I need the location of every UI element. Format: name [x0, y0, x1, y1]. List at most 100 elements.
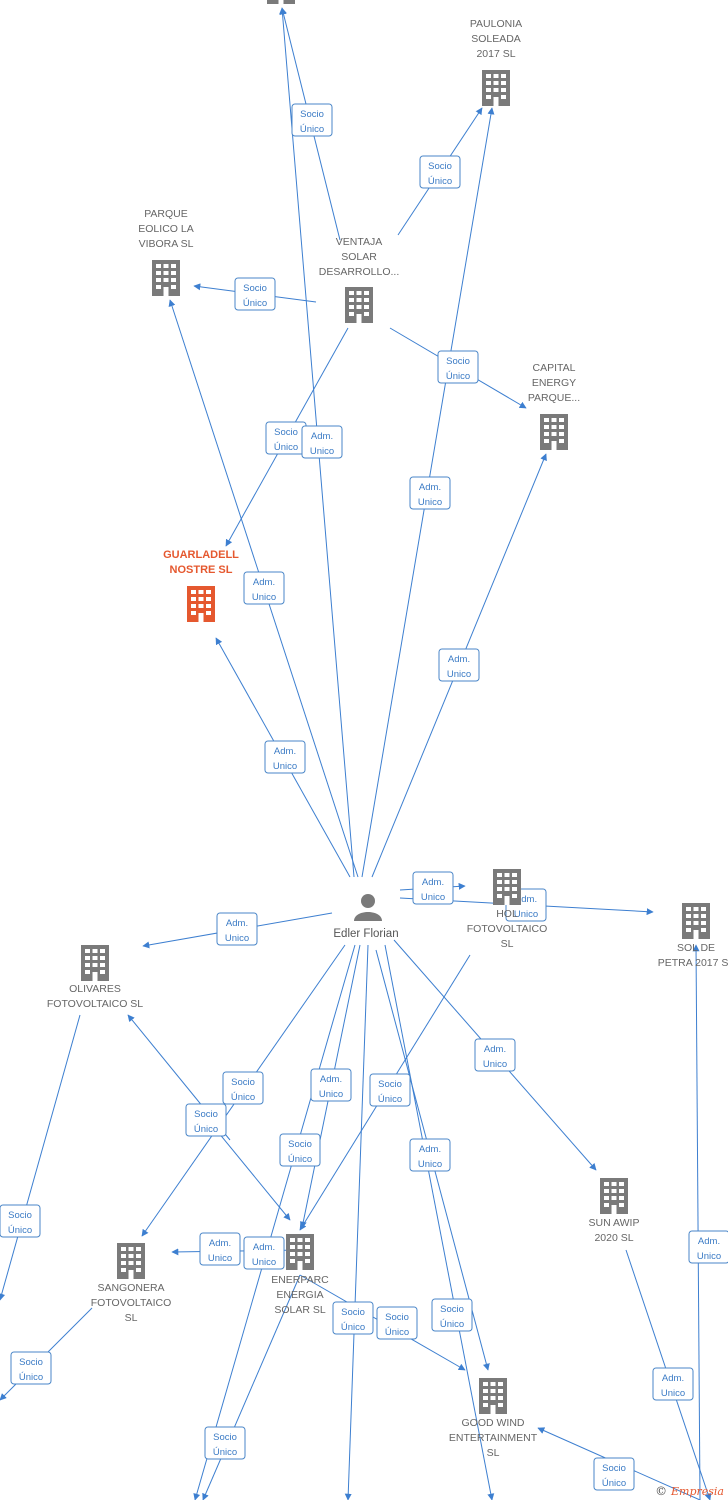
- building-icon: [345, 287, 373, 323]
- edge-label-e21[interactable]: Adm.Unico: [243, 1236, 285, 1270]
- edge-label-text: Unico: [514, 909, 538, 920]
- building-icon: [600, 1178, 628, 1214]
- company-label: SOLAR SL: [274, 1304, 326, 1316]
- building-icon: [152, 260, 180, 296]
- company-label: SUN AWIP: [589, 1217, 640, 1229]
- company-label: DESARROLLO...: [319, 266, 400, 278]
- edge-line-23: [384, 944, 495, 1500]
- edge-label-e10[interactable]: Adm.Unico: [264, 740, 306, 774]
- company-label: SOL DE: [677, 942, 715, 954]
- company-label: SL: [487, 1447, 500, 1459]
- person-node[interactable]: Edler Florian: [333, 894, 399, 940]
- brand-logo[interactable]: Empresia: [671, 1485, 724, 1498]
- edge-line-26: [0, 1014, 81, 1301]
- edge-label-text: Socio: [446, 356, 470, 367]
- edge-label-text: Unico: [273, 761, 297, 772]
- edge-label-text: Único: [446, 371, 470, 382]
- edge-label-text: Socio: [440, 1304, 464, 1315]
- edge-label-text: Unico: [208, 1253, 232, 1264]
- company-label: EOLICO LA: [138, 223, 193, 235]
- company-label: SANGONERA: [97, 1282, 164, 1294]
- edge-label-text: Único: [428, 176, 452, 187]
- company-label: FOTOVOLTAICO: [91, 1297, 172, 1309]
- edge-labels-layer: SocioÚnicoSocioÚnicoSocioÚnicoSocioÚnico…: [0, 103, 728, 1491]
- edge-label-text: Socio: [8, 1210, 32, 1221]
- copyright-symbol: ©: [655, 1484, 668, 1498]
- edge-label-e6[interactable]: Adm. Unico: [301, 425, 343, 459]
- edge-label-e11[interactable]: Adm.Unico: [412, 871, 454, 905]
- edge-label-text: Adm.: [311, 431, 333, 442]
- edge-label-text: Socio: [378, 1079, 402, 1090]
- edge-label-text: Adm.: [698, 1236, 720, 1247]
- company-node-olivares[interactable]: OLIVARES FOTOVOLTAICO SL: [47, 945, 143, 1010]
- edge-label-text: Socio: [428, 161, 452, 172]
- edge-label-text: Socio: [213, 1432, 237, 1443]
- edge-label-e8[interactable]: Adm.Unico: [243, 571, 285, 605]
- edge-label-text: Único: [602, 1478, 626, 1489]
- edge-label-text: Unico: [310, 446, 334, 457]
- company-label: SOLAR: [341, 251, 377, 263]
- company-label: VIBORA SL: [139, 238, 194, 250]
- edge-label-e28[interactable]: Adm. Unico: [688, 1230, 728, 1264]
- edge-label-e20[interactable]: Adm.Unico: [199, 1232, 241, 1266]
- edge-label-e14[interactable]: Adm.Unico: [310, 1068, 352, 1102]
- company-label: FOTOVOLTAICO SL: [47, 998, 143, 1010]
- edge-label-text: Adm.: [419, 1144, 441, 1155]
- edge-label-text: Adm.: [662, 1373, 684, 1384]
- company-label: PARQUE: [144, 208, 188, 220]
- company-node-ventaja[interactable]: VENTAJASOLARDESARROLLO...: [319, 236, 400, 323]
- edge-label-e16[interactable]: Adm.Unico: [409, 1138, 451, 1172]
- edge-line-22: [344, 944, 369, 1500]
- edge-label-e7[interactable]: Adm.Unico: [409, 476, 451, 510]
- edge-label-text: Adm.: [422, 877, 444, 888]
- edge-label-e9[interactable]: Adm.Unico: [438, 648, 480, 682]
- edge-label-text: Socio: [194, 1109, 218, 1120]
- building-icon: [286, 1234, 314, 1270]
- edge-line-21: [193, 944, 356, 1500]
- edge-label-text: Adm.: [515, 894, 537, 905]
- company-label: ENERGY: [532, 377, 576, 389]
- building-icon: [482, 70, 510, 106]
- edge-label-text: Unico: [697, 1251, 721, 1262]
- edge-label-e25[interactable]: Adm.Unico: [652, 1367, 694, 1401]
- edge-label-e13[interactable]: Adm.Unico: [216, 912, 258, 946]
- edge-label-text: Único: [213, 1447, 237, 1458]
- company-label: 2017 SL: [476, 48, 515, 60]
- edge-label-text: Único: [274, 442, 298, 453]
- company-label: SL: [501, 938, 514, 950]
- edge-label-text: Socio: [300, 109, 324, 120]
- company-label: OLIVARES: [69, 983, 121, 995]
- edge-line-24: [202, 1274, 301, 1500]
- company-node-eolico[interactable]: PARQUE EOLICO LA VIBORA SL: [138, 208, 194, 296]
- company-node-capital[interactable]: CAPITALENERGYPARQUE...: [528, 362, 580, 450]
- company-node-top[interactable]: [267, 0, 295, 4]
- edge-label-e15[interactable]: Adm.Unico: [474, 1038, 516, 1072]
- edge-label-text: Unico: [483, 1059, 507, 1070]
- edge-label-text: Socio: [243, 283, 267, 294]
